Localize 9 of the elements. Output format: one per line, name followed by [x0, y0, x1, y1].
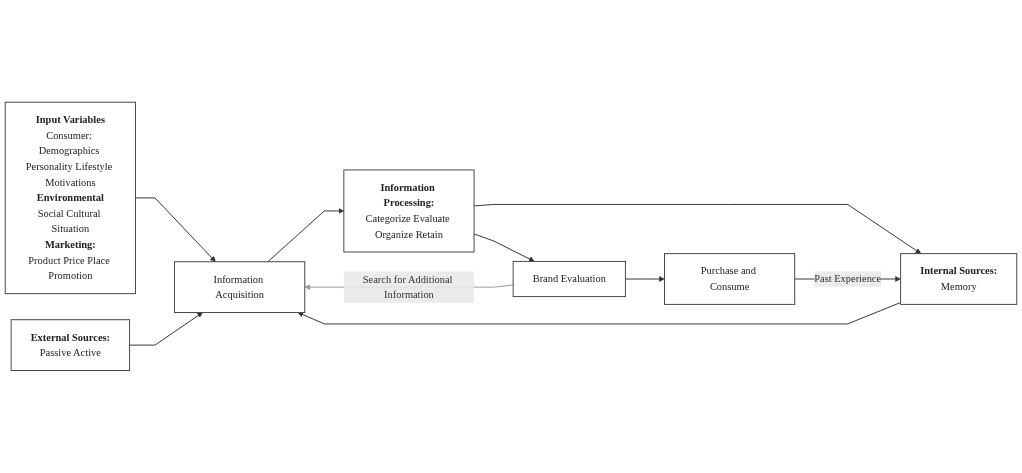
node-box: Brand Evaluation	[512, 261, 626, 298]
node-box: Purchase and Consume	[664, 253, 796, 306]
edge-label: Past Experience	[814, 273, 882, 285]
node-box: Input Variables Consumer: Demographics Personality Lifestyle Motivations Environmental Social Cultural Situation Marketing: Product Price Place Promotion	[4, 101, 136, 295]
edge-label: Search for Additional Information	[362, 273, 453, 301]
node-box: Information Processing: Categorize Evaluate Organize Retain	[343, 169, 475, 253]
node-box: Information Acquisition	[174, 261, 306, 314]
node-box: External Sources: Passive Active	[10, 319, 131, 372]
node-box: Internal Sources: Memory	[900, 253, 1018, 306]
